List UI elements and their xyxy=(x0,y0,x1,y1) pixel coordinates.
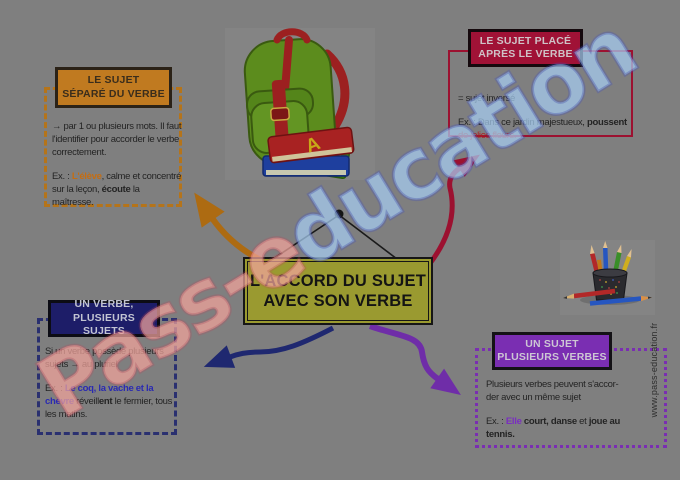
box-plusieurs-sujets-body: Si un verbe possède plusieurs sujets → a… xyxy=(45,345,175,421)
header-line: PLUSIEURS VERBES xyxy=(497,351,607,363)
header-line: PLUSIEURS SUJETS xyxy=(73,311,135,338)
highlight-verb-ending: ent xyxy=(98,396,113,407)
sign-title-line2: AVEC SON VERBE xyxy=(263,292,413,310)
rule-text: = sujet inversé xyxy=(458,93,516,104)
mesh-cup xyxy=(592,268,628,301)
site-url-vertical: www.pass-education.fr xyxy=(649,322,659,418)
header-line: UN SUJET xyxy=(525,337,579,350)
highlight-subject: L'élève xyxy=(71,171,102,182)
highlight-verb: danse xyxy=(550,416,577,427)
highlight-verb: joue au tennis xyxy=(486,416,620,440)
backpack-handle xyxy=(273,28,311,44)
books-stack: Z A xyxy=(262,126,355,180)
rule-text: Plusieurs verbes peuvent s'accor- der av… xyxy=(486,379,619,403)
header-line: APRÈS LE VERBE xyxy=(478,48,573,60)
example-text: Ex. : Le coq, la vache et la chèvre réve… xyxy=(45,383,173,420)
rule-text: Si un verbe possède plusieurs sujets → a… xyxy=(45,346,164,370)
backpack-buckle xyxy=(270,106,290,122)
highlight-subject: de jolies fleurs. xyxy=(458,130,517,141)
sign-title-line1: L'ACCORD DU SUJET xyxy=(250,272,426,290)
arrow-to-bottom-left xyxy=(203,325,335,368)
box-plusieurs-sujets-header: UN VERBE, PLUSIEURS SUJETS xyxy=(48,298,160,338)
lying-pencils xyxy=(563,288,652,306)
highlight-verb: poussent xyxy=(586,117,627,128)
central-topic-text: L'ACCORD DU SUJET AVEC SON VERBE xyxy=(247,261,429,321)
backpack-zip-stripe xyxy=(281,36,293,94)
arrow-to-bottom-right xyxy=(368,323,461,396)
highlight-verb: court xyxy=(523,416,547,427)
sign-string-left xyxy=(272,214,340,260)
box-plusieurs-verbes-header: UN SUJET PLUSIEURS VERBES xyxy=(492,332,612,370)
header-line: LE SUJET PLACÉ xyxy=(479,34,572,47)
header-line: UN VERBE, xyxy=(74,298,134,311)
example-text: Ex. : L'élève, calme et concentré sur la… xyxy=(52,171,182,208)
example-text: Ex. : Dans ce jardin majestueux, poussen… xyxy=(458,117,627,141)
central-topic-sign: L'ACCORD DU SUJET AVEC SON VERBE xyxy=(243,257,433,325)
rule-text: → par 1 ou plusieurs mots. Il faut l'ide… xyxy=(52,121,182,158)
highlight-verb: écoute xyxy=(101,184,131,195)
box-plusieurs-verbes-body: Plusieurs verbes peuvent s'accor- der av… xyxy=(486,378,646,441)
arrow-to-top-right xyxy=(426,154,480,268)
box-sujet-apres-body: = sujet inversé Ex. : Dans ce jardin maj… xyxy=(458,92,628,142)
pencil-cup-illustration xyxy=(560,240,655,315)
sign-string-right xyxy=(338,214,398,260)
highlight-subjects: Le coq, la vache et la chèvre xyxy=(45,383,154,407)
example-text: Ex. : Elle court, danse et joue au tenni… xyxy=(486,416,620,440)
sign-hook-dot xyxy=(334,209,344,219)
header-line: SÉPARÉ DU VERBE xyxy=(62,87,165,100)
box-sujet-apres-header: LE SUJET PLACÉ APRÈS LE VERBE xyxy=(468,29,583,67)
box-sujet-separe-body: → par 1 ou plusieurs mots. Il faut l'ide… xyxy=(52,120,182,209)
backpack-illustration: Z A xyxy=(225,28,375,180)
box-sujet-separe-header: LE SUJET SÉPARÉ DU VERBE xyxy=(55,67,172,108)
backpack-strap-right xyxy=(322,49,350,131)
highlight-subject: Elle xyxy=(505,416,522,427)
header-line: LE SUJET xyxy=(87,74,140,86)
